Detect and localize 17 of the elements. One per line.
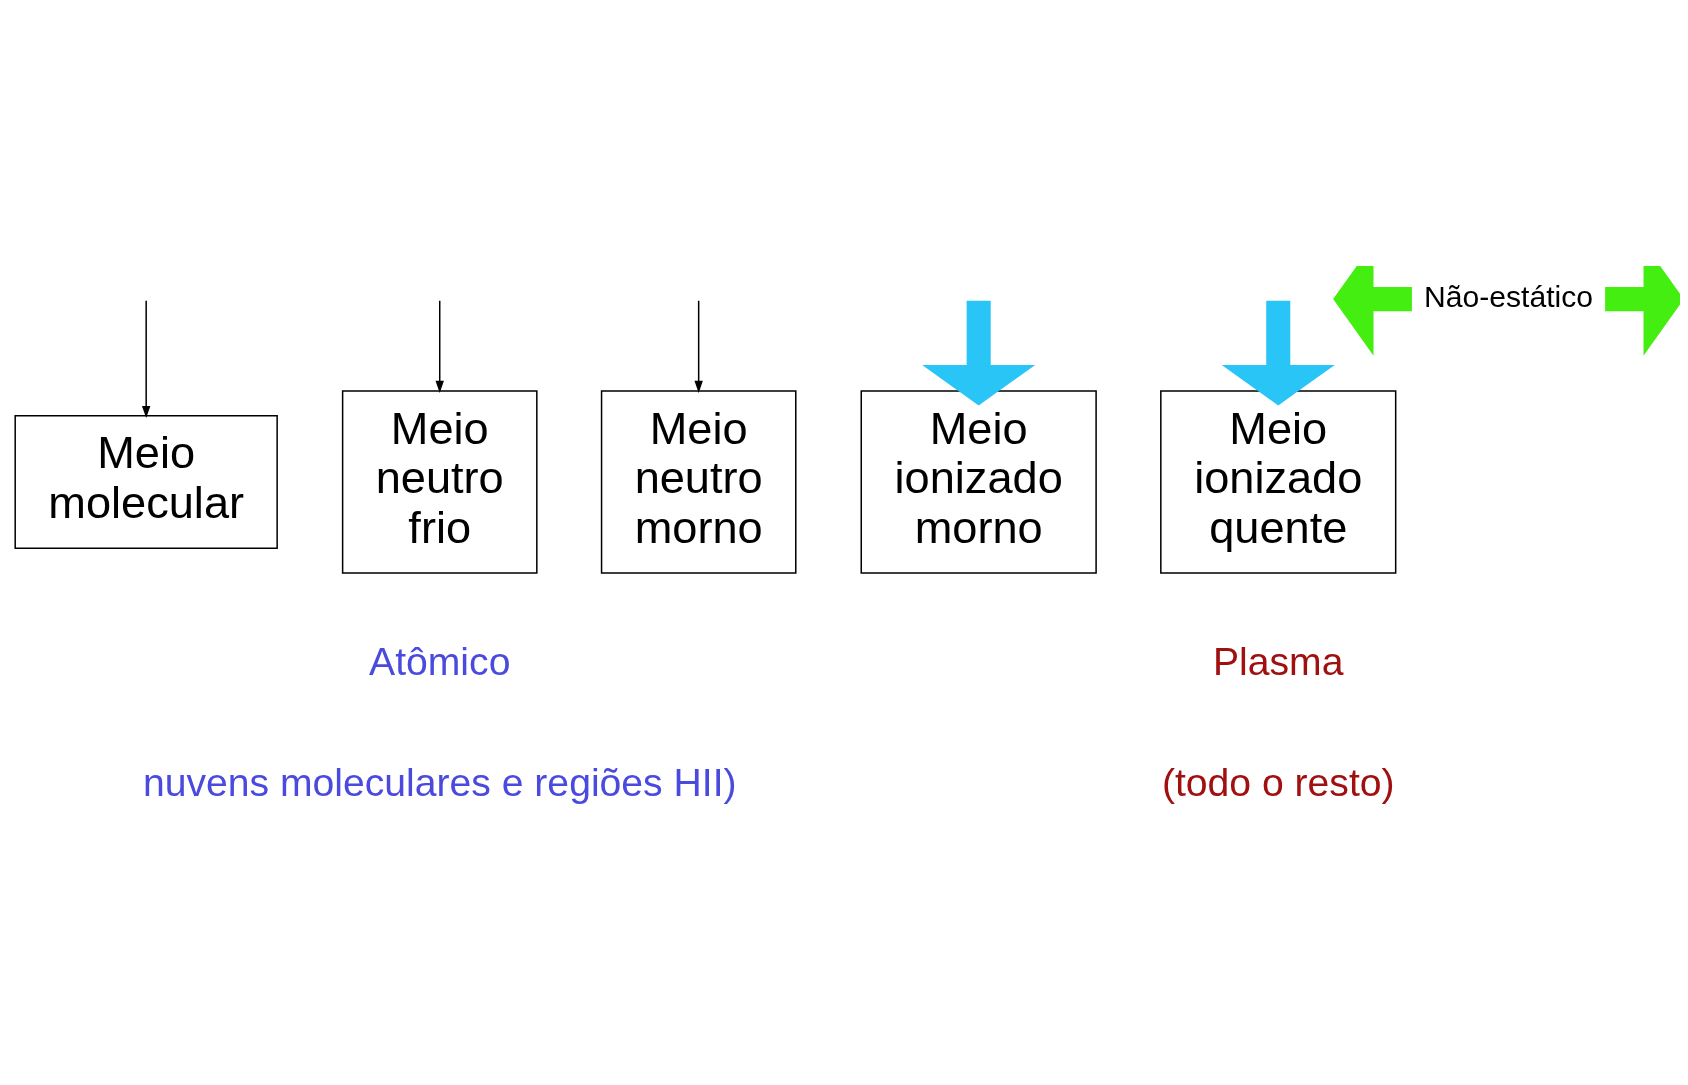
arrow (1333, 265, 1412, 356)
arrow (694, 299, 703, 393)
label: Plasma (1213, 639, 1344, 683)
arrow (922, 300, 1036, 405)
label: (todo o resto) (1161, 760, 1395, 804)
node-box: Meio ionizado morno (860, 389, 1097, 574)
node-box: Meio neutro frio (341, 389, 538, 574)
node-box: Meio molecular (14, 414, 278, 549)
label: nuvens moleculares e regiões HII) (142, 760, 737, 804)
arrow (1221, 300, 1335, 405)
arrow (1605, 265, 1680, 356)
arrow (435, 299, 444, 393)
node-text: Não-estático (1424, 279, 1594, 313)
label: Atômico (369, 639, 511, 683)
arrow (141, 299, 151, 418)
node-box: Meio neutro morno (600, 389, 797, 574)
node-box: Meio ionizado quente (1160, 389, 1397, 574)
